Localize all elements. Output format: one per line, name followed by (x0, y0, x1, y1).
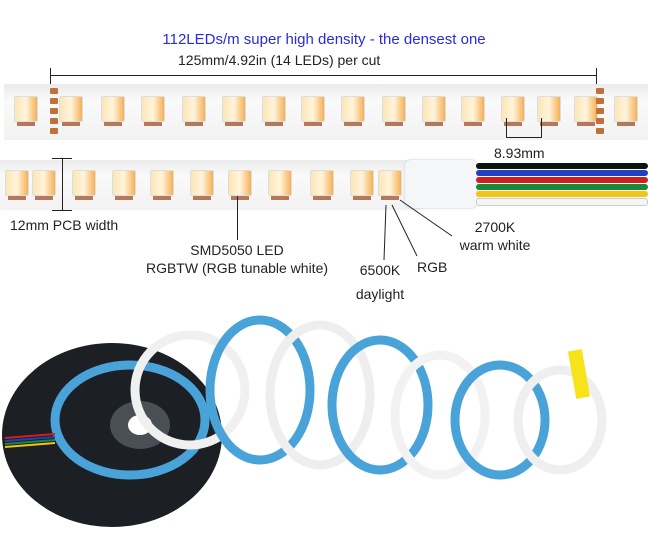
led-chip (222, 96, 246, 126)
led-pointer-line (237, 196, 238, 240)
led-pitch-label: 8.93mm (494, 145, 545, 161)
pitch-line-right (541, 118, 542, 138)
pitch-dimension-line (506, 137, 542, 138)
solder-pad (596, 118, 604, 124)
wire (476, 191, 648, 197)
strip-loop (50, 360, 210, 480)
led-chip (350, 170, 374, 200)
strip-loop (130, 330, 250, 450)
led-chip (141, 96, 165, 126)
pcb-width-line (62, 158, 63, 210)
yellow-label (567, 349, 591, 399)
reel (2, 343, 222, 527)
cut-dimension-line (50, 75, 596, 76)
reel-wires (4, 433, 56, 448)
led-chip (537, 96, 561, 126)
led-chip (422, 96, 446, 126)
solder-pad (596, 108, 604, 114)
strip-loop (327, 335, 433, 475)
solder-pad (596, 88, 604, 94)
pitch-line-left (506, 118, 507, 138)
strip-loop (390, 350, 490, 480)
solder-pad (50, 108, 58, 114)
led-chip (190, 170, 214, 200)
warm-label-line2: warm white (459, 237, 531, 253)
cut-tick-right (596, 68, 597, 84)
warm-label-line1: 2700K (474, 219, 516, 235)
solder-pad (596, 98, 604, 104)
daylight-label-line1: 6500K (359, 262, 401, 278)
solder-pad (50, 128, 58, 134)
led-chip (14, 96, 38, 126)
led-strip-bottom (0, 160, 420, 210)
end-cap (405, 160, 477, 208)
wire (476, 177, 648, 183)
led-chip (72, 170, 96, 200)
headline: 112LEDs/m super high density - the dense… (162, 31, 486, 48)
strip-loop (450, 360, 550, 480)
strip-loop (265, 320, 375, 470)
led-chip (59, 96, 83, 126)
led-chip (461, 96, 485, 126)
solder-pad (50, 98, 58, 104)
led-chip (574, 96, 598, 126)
led-chip (341, 96, 365, 126)
strip-loop (513, 365, 607, 475)
led-chip (614, 96, 638, 126)
reel-photo (2, 315, 607, 527)
led-chip (5, 170, 29, 200)
led-chip (112, 170, 136, 200)
wire (476, 184, 648, 190)
chip-pointer-lines (383, 199, 453, 261)
led-chip (228, 170, 252, 200)
cut-tick-left (50, 68, 51, 84)
pcb-width-tick-bottom (52, 210, 72, 211)
led-chip (32, 170, 56, 200)
led-chip (268, 170, 292, 200)
strip-loop (205, 315, 315, 465)
led-chip (101, 96, 125, 126)
wire (476, 170, 648, 176)
wire (476, 163, 648, 169)
pcb-width-label: 12mm PCB width (10, 217, 119, 233)
solder-pad (50, 88, 58, 94)
led-chip (501, 96, 525, 126)
led-strip-top (4, 84, 648, 140)
led-type-line2: RGBTW (RGB tunable white) (145, 260, 329, 276)
led-chip (182, 96, 206, 126)
led-chip (150, 170, 174, 200)
led-chip (382, 96, 406, 126)
led-type-line1: SMD5050 LED (190, 242, 284, 258)
cut-length-label: 125mm/4.92in (14 LEDs) per cut (178, 52, 381, 68)
led-chip (310, 170, 334, 200)
daylight-label-line2: daylight (355, 286, 405, 302)
solder-pad (596, 128, 604, 134)
led-chip (301, 96, 325, 126)
solder-pad (50, 118, 58, 124)
rgb-label: RGB (417, 259, 448, 275)
led-chip (262, 96, 286, 126)
pcb-width-tick-top (52, 158, 72, 159)
led-chip (378, 170, 402, 200)
